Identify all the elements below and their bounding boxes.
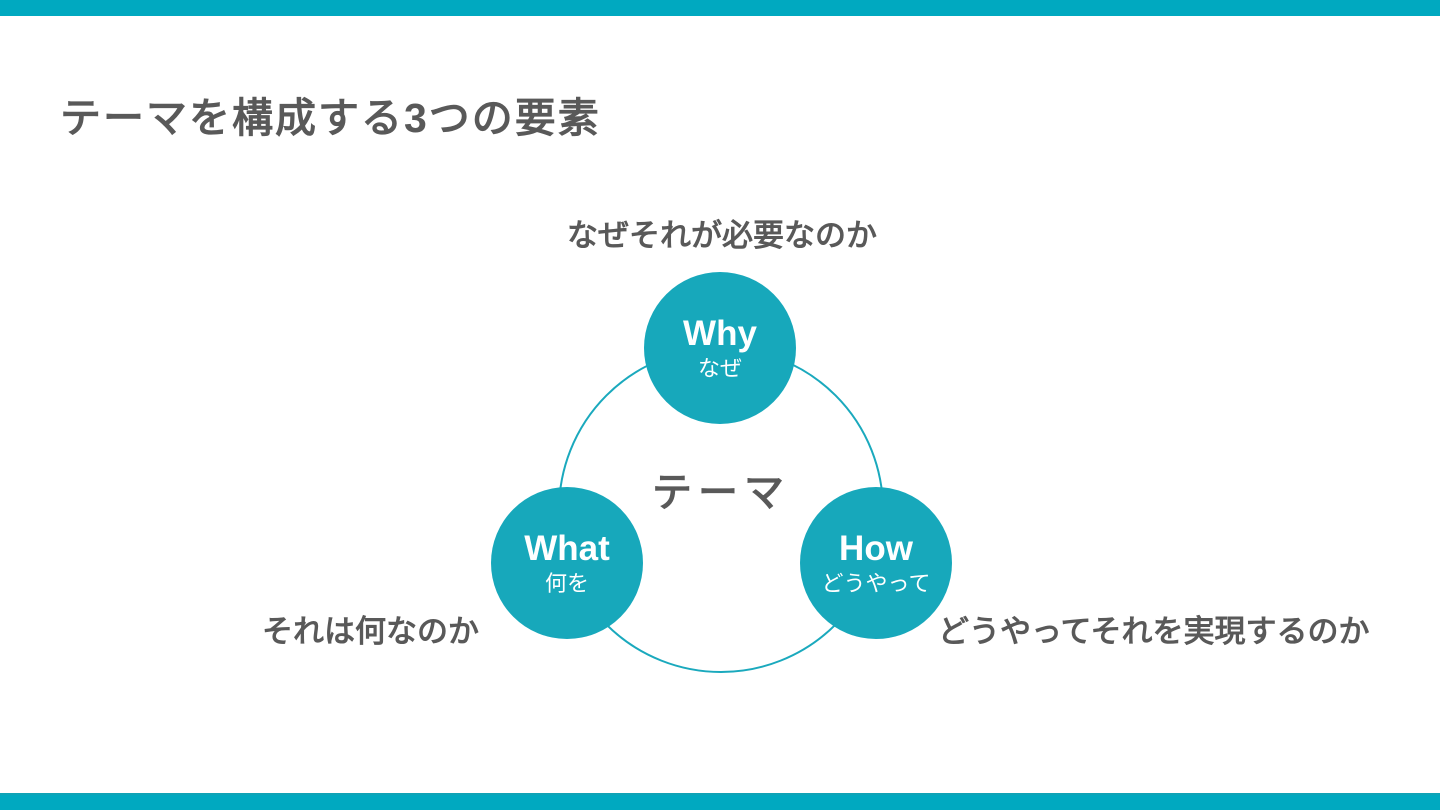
node-why-sublabel: なぜ (697, 355, 742, 381)
node-what: What 何を (491, 487, 643, 639)
node-why: Why なぜ (644, 272, 796, 424)
bottom-accent-bar (0, 793, 1440, 810)
node-what-sublabel: 何を (544, 570, 589, 596)
node-how: How どうやって (800, 487, 952, 639)
what-caption: それは何なのか (262, 614, 479, 649)
how-caption: どうやってそれを実現するのか (938, 614, 1370, 649)
theme-center-label: テーマ (652, 471, 790, 515)
node-what-label: What (524, 529, 610, 569)
top-accent-bar (0, 0, 1440, 16)
node-how-sublabel: どうやって (821, 570, 931, 596)
node-how-label: How (839, 529, 913, 569)
why-caption: なぜそれが必要なのか (567, 218, 877, 253)
slide-title: テーマを構成する3つの要素 (60, 95, 601, 141)
node-why-label: Why (683, 314, 757, 354)
